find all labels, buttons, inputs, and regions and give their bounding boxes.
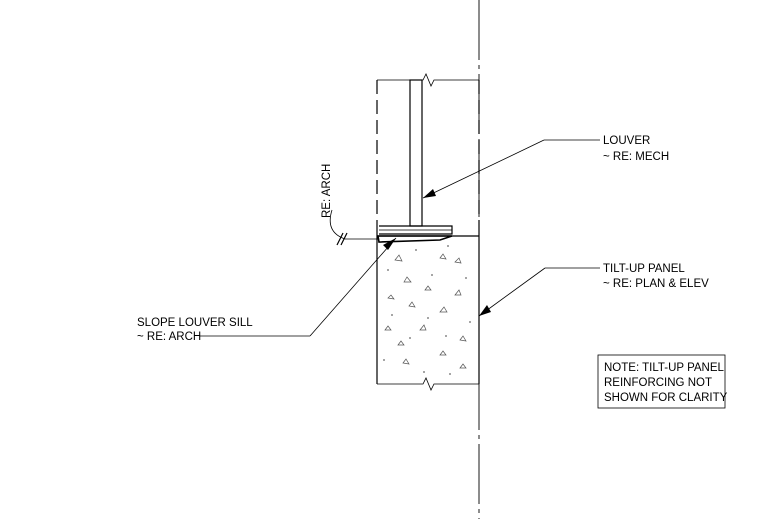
louver-blade xyxy=(409,79,423,227)
slope-louver-sill-leader xyxy=(200,237,397,337)
tilt-up-panel-label-line2: ~ RE: PLAN & ELEV xyxy=(603,278,709,290)
louver-label-line2: ~ RE: MECH xyxy=(603,151,669,163)
note-box xyxy=(597,354,726,409)
louver-label-line1: LOUVER xyxy=(603,135,650,147)
louver-sill-angle xyxy=(379,225,453,235)
louver-leader xyxy=(422,139,600,199)
vertical-ref-leader xyxy=(329,209,378,246)
concrete-hatch xyxy=(383,245,471,375)
tilt-up-panel-leader xyxy=(478,267,600,317)
top-break-line xyxy=(377,73,479,87)
slope-louver-sill-label-line2: ~ RE: ARCH xyxy=(137,331,201,343)
wall-outline xyxy=(376,80,480,384)
note-line3: SHOWN FOR CLARITY xyxy=(604,392,728,404)
vertical-ref-label: RE: ARCH xyxy=(321,164,333,218)
note-line2: REINFORCING NOT xyxy=(604,377,712,389)
note-line1: NOTE: TILT-UP PANEL xyxy=(604,362,725,374)
bottom-break-line xyxy=(377,377,479,391)
slope-louver-sill xyxy=(377,235,453,243)
slope-louver-sill-label-line1: SLOPE LOUVER SILL xyxy=(137,317,253,329)
tilt-up-panel-label-line1: TILT-UP PANEL xyxy=(603,263,685,275)
